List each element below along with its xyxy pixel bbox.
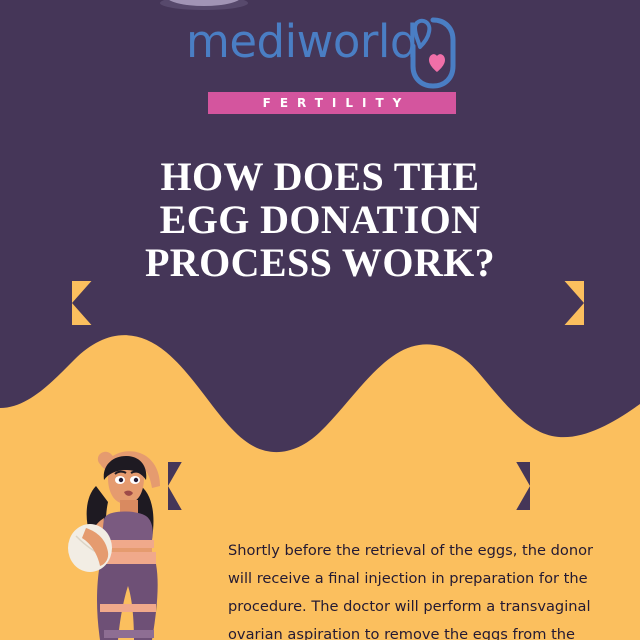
fertility-pin-heart-icon (410, 17, 456, 89)
top-clipped-shape (166, 0, 242, 6)
brand-wordmark: mediworld (186, 15, 419, 68)
body-paragraph: Shortly before the retrieval of the eggs… (228, 541, 594, 640)
woman-athlete-illustration (68, 451, 160, 640)
brand-tagline-bar: FERTILITY (208, 92, 456, 114)
headline-line-3: PROCESS WORK? (144, 239, 496, 285)
page-title: HOW DOES THE EGG DONATION PROCESS WORK? (0, 155, 640, 284)
background-yellow-wave (0, 335, 640, 640)
headline-line-2: EGG DONATION (159, 196, 481, 242)
headline-line-1: HOW DOES THE (160, 153, 480, 199)
brand-tagline-text: FERTILITY (262, 96, 411, 110)
brand-logo: mediworld FERTILITY (0, 14, 640, 114)
